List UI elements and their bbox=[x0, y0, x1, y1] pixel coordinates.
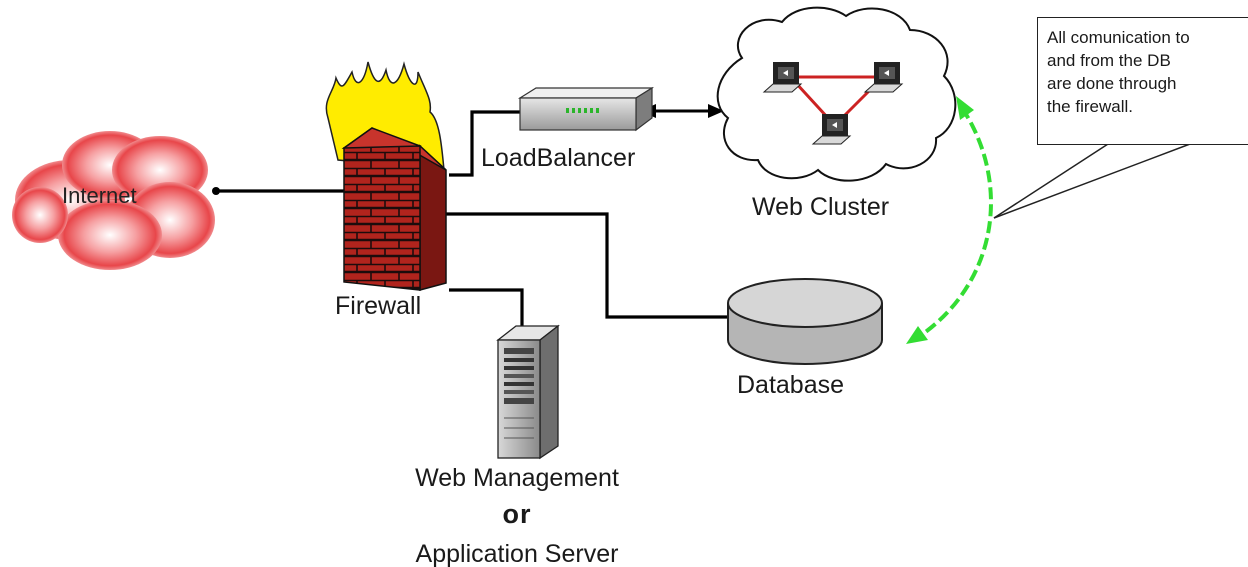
web-cluster-cloud-icon bbox=[716, 6, 957, 182]
wire-firewall-database bbox=[440, 212, 728, 319]
laptop-icon bbox=[762, 62, 803, 93]
internet-label: Internet bbox=[62, 183, 137, 208]
internet-cloud-icon bbox=[12, 131, 215, 270]
web-management-label: Web Management bbox=[415, 464, 619, 492]
connection-wires bbox=[216, 110, 728, 330]
web-cluster-label: Web Cluster bbox=[752, 193, 890, 221]
load-balancer-icon bbox=[517, 86, 655, 132]
wire-firewall-loadbalancer bbox=[449, 110, 520, 177]
internet-port-dot bbox=[212, 187, 220, 195]
callout-text: All comunication to and from the DB are … bbox=[1047, 28, 1190, 116]
firewall-label: Firewall bbox=[335, 292, 422, 320]
callout-note: All comunication to and from the DB are … bbox=[1037, 17, 1248, 145]
laptop-icon bbox=[811, 114, 852, 145]
database-icon bbox=[727, 278, 883, 365]
server-tower-icon bbox=[496, 324, 560, 460]
laptop-icon bbox=[863, 62, 904, 93]
load-balancer-label: LoadBalancer bbox=[481, 144, 636, 172]
application-server-label: Application Server bbox=[415, 540, 619, 567]
database-label: Database bbox=[737, 371, 845, 399]
firewall-icon bbox=[325, 61, 447, 291]
db-communication-arrow bbox=[906, 96, 993, 344]
wire-firewall-server bbox=[449, 288, 524, 330]
callout-pointer bbox=[993, 143, 1191, 219]
or-label: or bbox=[502, 499, 532, 529]
cluster-link bbox=[793, 80, 830, 120]
